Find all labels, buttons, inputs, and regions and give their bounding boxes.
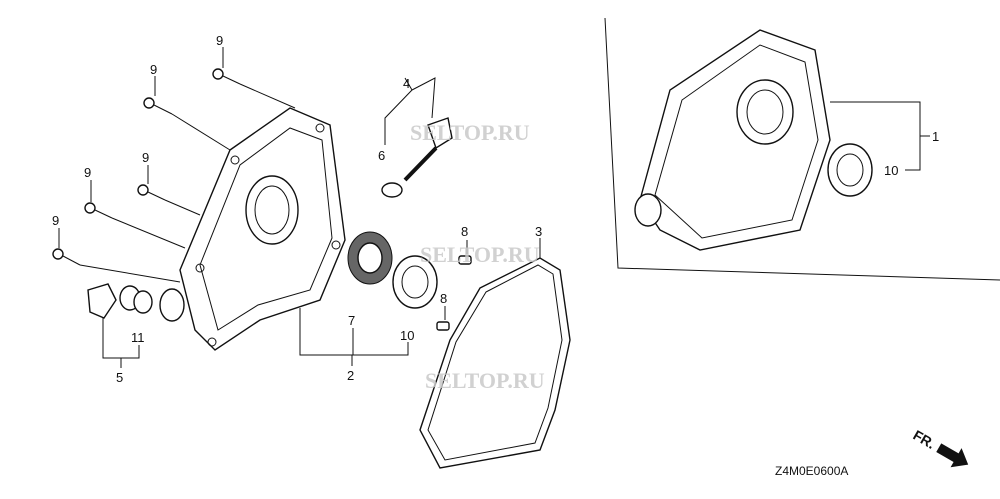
- bearing: [392, 255, 438, 309]
- label-bearing: 10: [400, 328, 414, 343]
- leader-lines: [58, 47, 930, 368]
- label-bolt: 9: [150, 62, 157, 77]
- dowel-pin: [436, 321, 450, 331]
- label-gasket: 3: [535, 224, 542, 239]
- dipstick: [381, 117, 453, 198]
- label-bolt: 9: [84, 165, 91, 180]
- front-label: FR.: [911, 427, 939, 452]
- inset-frame: [604, 17, 1000, 281]
- small-oil-seal: [133, 290, 153, 314]
- inset-crankcase-cover: [634, 29, 873, 251]
- label-inset-bearing: 10: [884, 163, 898, 178]
- watermark: SELTOP.RU: [410, 120, 530, 145]
- label-bolt: 9: [142, 150, 149, 165]
- drawing-code: Z4M0E0600A: [775, 464, 848, 478]
- crankcase-cover: [159, 107, 346, 351]
- bolts: [52, 68, 241, 266]
- label-plug-assy: 5: [116, 370, 123, 385]
- bolt: [212, 68, 241, 85]
- label-dipstick: 4: [403, 76, 410, 91]
- dowel-pin: [458, 255, 472, 265]
- label-dipstick-oring: 6: [378, 148, 385, 163]
- bolt: [137, 184, 166, 201]
- label-oil-seal: 7: [348, 313, 355, 328]
- label-bolt: 9: [52, 213, 59, 228]
- label-bolt: 9: [216, 33, 223, 48]
- watermark: SELTOP.RU: [420, 242, 540, 267]
- watermark: SELTOP.RU: [425, 368, 545, 393]
- bolt: [143, 97, 173, 115]
- arrow-icon: [936, 443, 969, 468]
- label-inset-cover: 1: [932, 129, 939, 144]
- label-pin: 8: [461, 224, 468, 239]
- gasket: [419, 257, 571, 469]
- label-pin: 8: [440, 291, 447, 306]
- front-direction-indicator: FR.: [911, 427, 969, 468]
- bolt: [84, 202, 113, 219]
- bolt: [52, 248, 81, 266]
- label-small-seal: 11: [131, 330, 145, 345]
- drain-plug: [87, 283, 117, 319]
- label-cover-assy: 2: [347, 368, 354, 383]
